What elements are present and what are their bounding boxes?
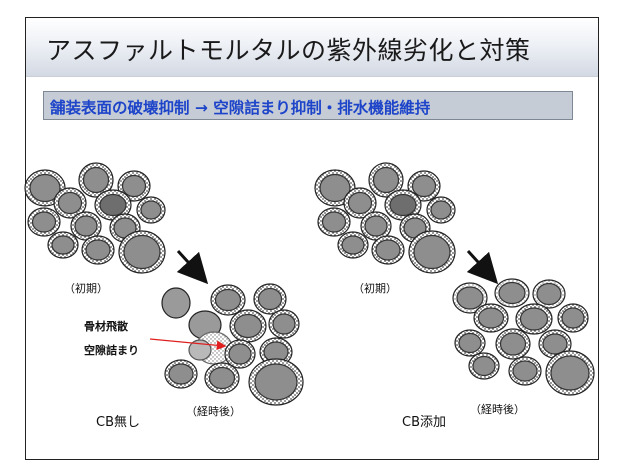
void-clog-label: 空隙詰まり [84,344,139,357]
slide-subtitle: 舗装表面の破壊抑制 → 空隙詰まり抑制・排水機能維持 [50,99,431,117]
right-aged-label: （経時後） [470,403,525,416]
left-caption: CB無し [96,415,140,430]
left-aged-label: （経時後） [186,405,241,418]
left-initial-cluster [24,162,166,274]
right-aged-cluster [452,278,595,396]
aggregate-scatter-label: 骨材飛散 [84,320,128,333]
left-progress-arrow [176,249,209,285]
void-clog-pointer-arrow [149,338,227,351]
left-initial-label: （初期） [64,282,108,295]
slide-title: アスファルトモルタルの紫外線劣化と対策 [46,36,531,65]
right-initial-label: （初期） [353,282,397,295]
left-aged-cluster [161,283,304,406]
right-initial-cluster [314,162,456,274]
title-bar: アスファルトモルタルの紫外線劣化と対策 [26,18,598,77]
slide: アスファルトモルタルの紫外線劣化と対策 舗装表面の破壊抑制 → 空隙詰まり抑制・… [25,17,599,460]
right-progress-arrow [466,249,499,285]
subtitle-box: 舗装表面の破壊抑制 → 空隙詰まり抑制・排水機能維持 [43,91,573,120]
right-caption: CB添加 [402,415,446,430]
